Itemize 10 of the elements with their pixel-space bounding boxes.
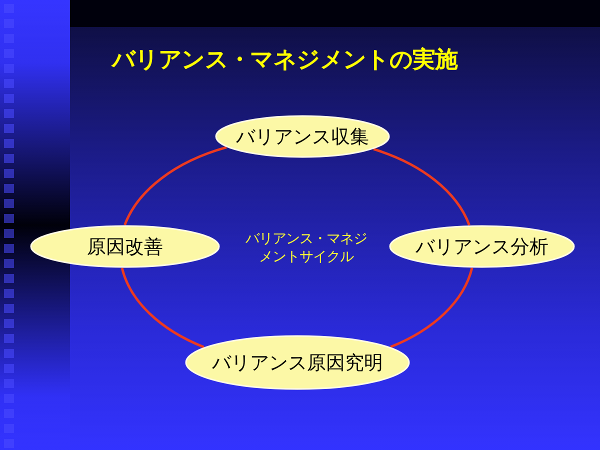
cycle-arc: [120, 268, 205, 348]
cycle-label: バリアンス・マネジメントサイクル: [244, 230, 368, 266]
cycle-arc: [390, 267, 474, 348]
step-ellipse: バリアンス収集: [215, 115, 390, 158]
cycle-arc: [124, 146, 227, 226]
step-ellipse: 原因改善: [30, 225, 220, 268]
cycle-arc: [373, 148, 470, 226]
step-ellipse: バリアンス分析: [389, 225, 575, 268]
step-ellipse: バリアンス原因究明: [185, 335, 410, 390]
slide-title: バリアンス・マネジメントの実施: [112, 46, 458, 75]
